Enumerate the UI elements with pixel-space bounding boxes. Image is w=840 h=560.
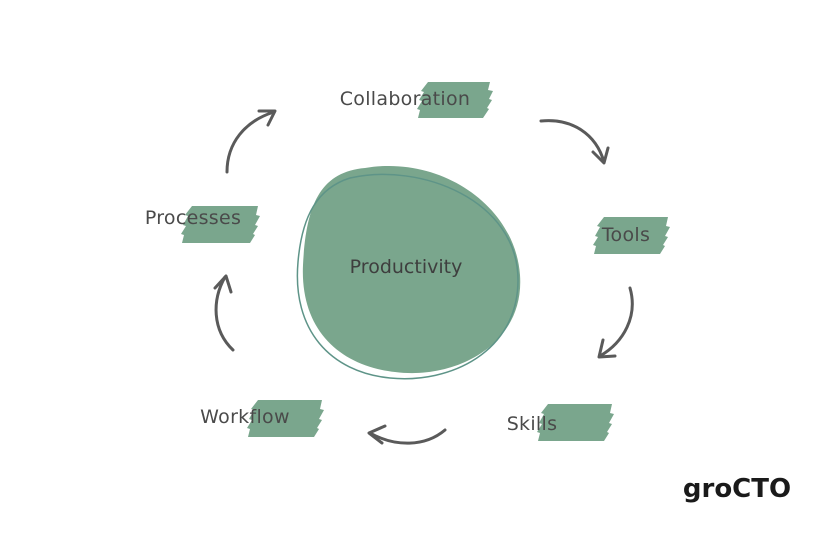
arrow-tools-to-skills — [597, 286, 634, 359]
label-skills: Skills — [507, 413, 558, 435]
center-blob — [302, 165, 521, 374]
arrow-workflow-to-processes — [213, 274, 235, 352]
node-skills: Skills — [507, 404, 614, 441]
label-workflow: Workflow — [200, 406, 290, 428]
label-tools: Tools — [601, 224, 650, 246]
center-node: Productivity — [296, 165, 521, 380]
arrow-processes-to-collaboration — [225, 109, 277, 174]
node-tools: Tools — [593, 217, 670, 254]
label-collaboration: Collaboration — [340, 88, 471, 110]
highlight-skills — [537, 404, 614, 441]
node-workflow: Workflow — [200, 400, 324, 437]
highlight-processes — [181, 206, 260, 243]
highlight-tools — [593, 217, 670, 254]
brand-logo: groCTO — [683, 474, 791, 504]
node-processes: Processes — [145, 206, 260, 243]
arrow-collaboration-to-tools — [539, 119, 610, 165]
label-processes: Processes — [145, 207, 241, 229]
node-collaboration: Collaboration — [340, 82, 493, 118]
center-outline — [296, 173, 519, 380]
arrow-skills-to-workflow — [367, 424, 447, 445]
center-label: Productivity — [350, 256, 463, 278]
highlight-workflow — [247, 400, 324, 437]
highlight-collaboration — [417, 82, 493, 118]
